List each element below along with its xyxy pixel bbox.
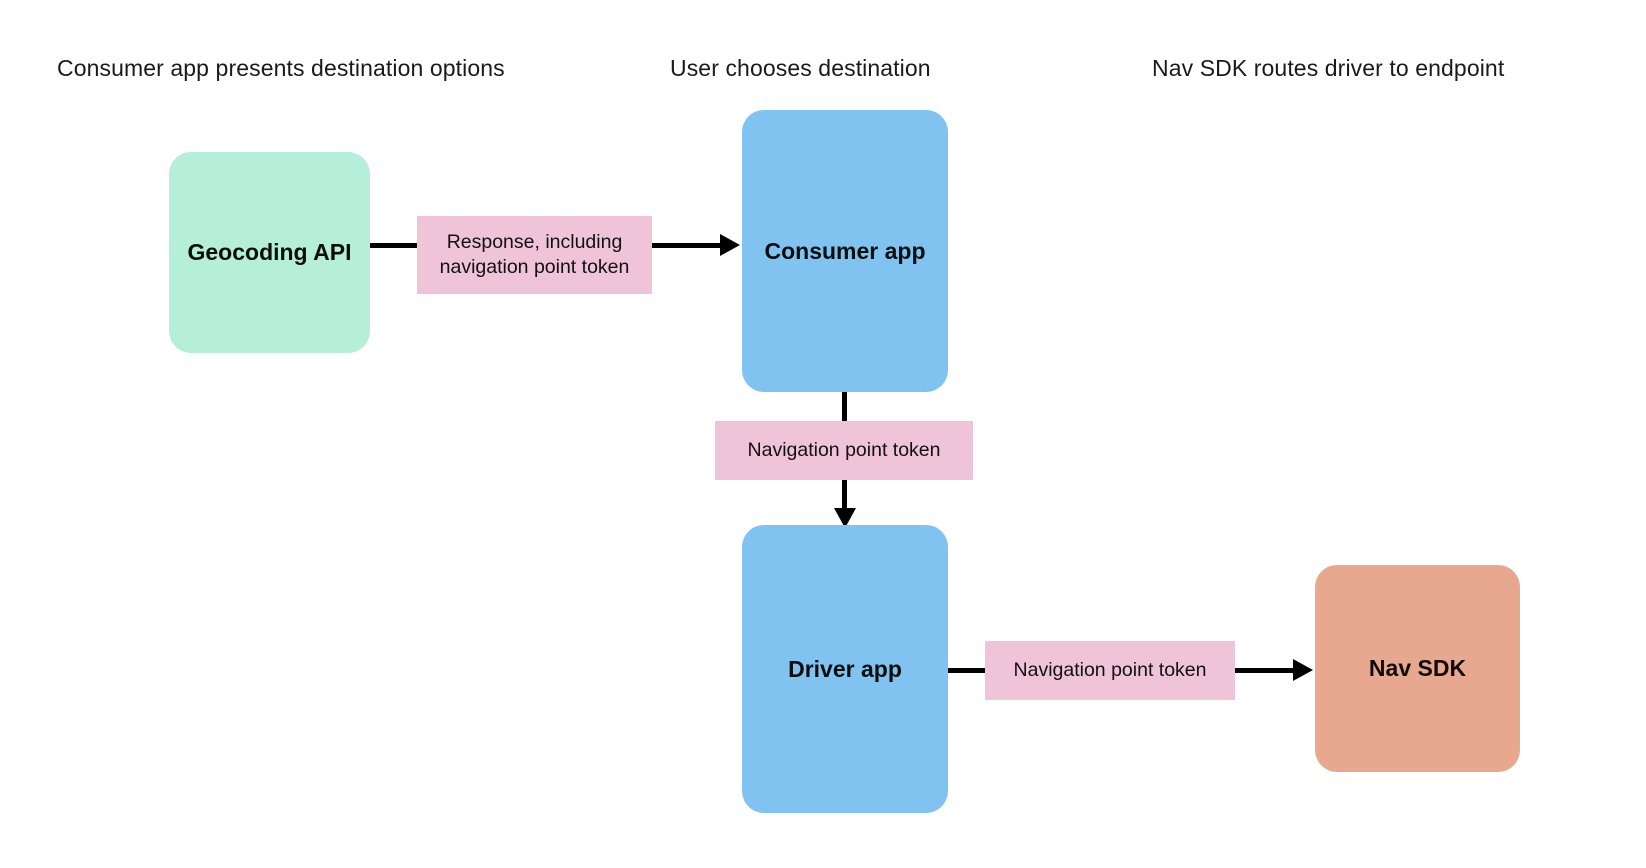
node-consumer-app-label: Consumer app <box>764 237 926 264</box>
edge-label-navigation-point-token-driver-navsdk-text: Navigation point token <box>1013 659 1207 682</box>
edge-label-response-text: Response, including navigation point tok… <box>439 231 630 278</box>
node-driver-app-label: Driver app <box>788 655 902 682</box>
node-geocoding-api-label: Geocoding API <box>187 239 352 266</box>
node-geocoding-api[interactable]: Geocoding API <box>169 152 370 353</box>
edge-label-navigation-point-token-driver-navsdk: Navigation point token <box>985 641 1235 700</box>
arrowhead-right-to-consumer-app <box>720 234 740 256</box>
column-header-consumer-app-presents-destination-options: Consumer app presents destination option… <box>57 55 505 81</box>
node-consumer-app[interactable]: Consumer app <box>742 110 948 392</box>
node-driver-app[interactable]: Driver app <box>742 525 948 813</box>
edge-label-navigation-point-token-consumer-driver: Navigation point token <box>715 421 973 480</box>
node-nav-sdk-label: Nav SDK <box>1368 655 1467 682</box>
node-nav-sdk[interactable]: Nav SDK <box>1315 565 1520 772</box>
arrowhead-right-to-nav-sdk <box>1293 659 1313 681</box>
connector-label-to-nav-sdk <box>1235 668 1297 673</box>
connector-label-to-consumer-app <box>652 243 724 248</box>
column-header-user-chooses-destination: User chooses destination <box>670 55 931 81</box>
connector-driver-app-to-label <box>948 668 987 673</box>
connector-consumer-app-to-label <box>842 392 847 422</box>
connector-geocoding-to-label <box>370 243 418 248</box>
arrowhead-down-to-driver-app <box>834 508 856 528</box>
column-header-nav-sdk-routes-driver-to-endpoint: Nav SDK routes driver to endpoint <box>1152 55 1505 81</box>
edge-label-response-including-navigation-point-token: Response, including navigation point tok… <box>417 216 652 294</box>
connector-label-to-driver-app <box>842 480 847 513</box>
edge-label-navigation-point-token-consumer-driver-text: Navigation point token <box>747 439 941 462</box>
